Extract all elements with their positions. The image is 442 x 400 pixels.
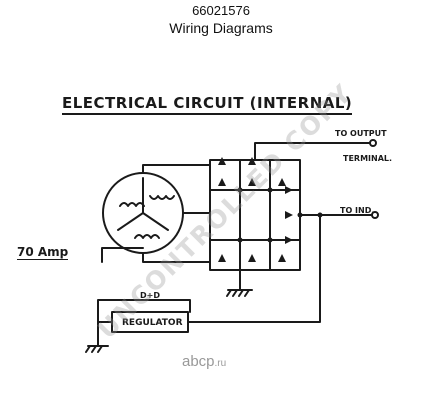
diode-lower-3: [278, 254, 286, 262]
diode-upper-1: [218, 178, 226, 186]
diode-upper-2: [248, 178, 256, 186]
diode-aux-1: [285, 186, 293, 194]
diode-upper-3: [278, 178, 286, 186]
regulator-top-label: D+D: [140, 291, 160, 300]
output-label-line1: TO OUTPUT: [335, 129, 387, 138]
diagram-title: ELECTRICAL CIRCUIT (INTERNAL): [62, 94, 353, 115]
ind-terminal: [371, 211, 379, 219]
brand-suffix: .ru: [214, 358, 227, 369]
brand-name: abcp: [182, 353, 215, 370]
diode-aux-2: [285, 211, 293, 219]
part-number: 66021576: [192, 3, 250, 18]
stator-winding-right: [149, 195, 175, 200]
output-label-line2: TERMINAL.: [343, 154, 393, 163]
diode-aux-3: [285, 236, 293, 244]
amp-rating-label: 70 Amp: [17, 245, 69, 260]
diode-lower-1: [218, 254, 226, 262]
output-terminal: [369, 139, 377, 147]
brand-logo[interactable]: abcp.ru: [182, 353, 226, 370]
ind-label: TO IND.: [340, 206, 375, 215]
regulator-label: REGULATOR: [122, 318, 183, 328]
diode-lower-2: [248, 254, 256, 262]
diode-mid-2: [248, 157, 256, 165]
stator-winding-bottom: [134, 234, 160, 239]
diode-mid-1: [218, 157, 226, 165]
stator-winding-left: [119, 202, 145, 207]
page-subtitle: Wiring Diagrams: [169, 20, 273, 36]
